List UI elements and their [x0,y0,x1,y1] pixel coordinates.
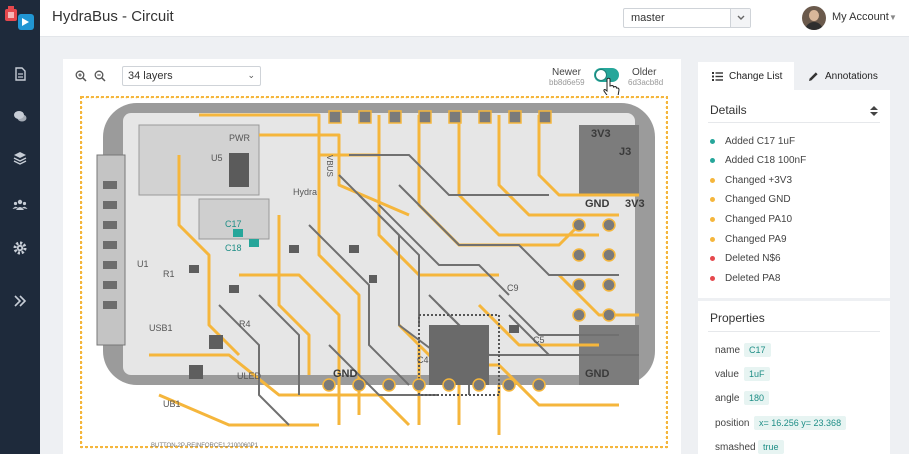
status-dot [710,276,715,281]
label-u1: U1 [137,259,149,269]
right-tabs: Change List Annotations [698,62,890,90]
properties-card: Properties name C17 value 1uF angle 180 … [698,301,890,454]
tab-annotations-label: Annotations [825,70,878,82]
details-card: Details Added C17 1uF Added C18 100nF Ch… [698,90,890,298]
branch-select[interactable]: master [623,8,751,28]
prop-value-angle: 180 [744,391,770,405]
label-hydra: Hydra [293,187,317,197]
team-icon[interactable] [12,197,28,213]
version-toggle[interactable] [594,68,619,82]
prop-key-value: value [715,369,739,380]
label-gnd-right: GND [585,198,610,210]
double-chevron-right-icon[interactable] [12,293,28,309]
hand-cursor-icon [602,77,620,99]
layers-select[interactable]: 34 layers ⌄ [122,66,261,86]
chevron-down-icon: ⌄ [247,70,255,80]
prop-value-position: x= 16.256 y= 23.368 [754,416,847,430]
older-hash: 6d3acb8d [628,78,664,87]
layers-icon[interactable] [12,150,28,166]
circuit-viewer: 34 layers ⌄ Newer bb8d6e59 Older 6d3acb8… [63,59,681,454]
change-item[interactable]: Deleted PA8 [710,273,880,285]
pcb-board[interactable]: PWR U5 U1 USB1 R4 R1 ULED Hydra C4 C5 C9… [79,95,669,449]
prop-key-smashed: smashed [715,442,756,453]
list-icon [712,71,723,81]
layers-select-value: 34 layers [128,70,173,82]
prop-key-position: position [715,418,750,429]
zoom-out-icon[interactable] [93,69,107,83]
label-c4: C4 [417,355,429,365]
avatar[interactable] [802,6,826,30]
pencil-icon [809,71,818,81]
label-c17: C17 [225,219,242,229]
label-usb1: USB1 [149,323,173,333]
account-menu[interactable]: My Account [832,11,889,23]
tab-change-list[interactable]: Change List [698,62,794,90]
label-uled: ULED [237,371,262,381]
app-logo[interactable] [4,5,36,31]
divider [708,331,880,332]
label-u5: U5 [211,153,223,163]
status-dot [710,178,715,183]
tab-change-list-label: Change List [729,70,783,82]
sort-icon[interactable] [869,104,879,116]
prop-value-value: 1uF [744,367,770,381]
page-title: HydraBus - Circuit [52,8,174,25]
label-3v3-right: 3V3 [625,198,645,210]
older-label: Older [632,67,657,78]
comments-icon[interactable] [12,108,28,124]
newer-label: Newer [552,67,581,78]
status-dot [710,217,715,222]
top-bar: HydraBus - Circuit master My Account ▼ [40,0,909,37]
label-gnd-bottom: GND [585,368,610,380]
label-3v3-top: 3V3 [591,128,611,140]
label-j3: J3 [619,146,631,158]
divider [708,122,880,123]
newer-hash: bb8d6e59 [549,78,585,87]
label-c5: C5 [533,335,545,345]
details-title: Details [710,103,747,117]
change-item[interactable]: Added C17 1uF [710,136,880,148]
change-item[interactable]: Added C18 100nF [710,155,880,167]
prop-key-angle: angle [715,393,740,404]
gear-icon[interactable] [12,240,28,256]
document-icon[interactable] [12,66,28,82]
properties-title: Properties [710,311,765,325]
change-item[interactable]: Changed +3V3 [710,175,880,187]
chevron-down-icon [730,9,750,27]
zoom-in-icon[interactable] [74,69,88,83]
status-dot [710,237,715,242]
status-dot [710,256,715,261]
status-dot [710,158,715,163]
status-dot [710,197,715,202]
prop-value-name: C17 [744,343,771,357]
label-c18: C18 [225,243,242,253]
change-item[interactable]: Deleted N$6 [710,253,880,265]
label-c9: C9 [507,283,519,293]
change-item[interactable]: Changed GND [710,194,880,206]
toggle-knob [595,69,607,81]
change-item[interactable]: Changed PA10 [710,214,880,226]
prop-key-name: name [715,345,741,356]
branch-select-value: master [631,12,665,24]
label-gnd-left: GND [333,368,358,380]
label-vbus: VBUS [325,155,334,177]
tab-annotations[interactable]: Annotations [794,62,890,90]
sidebar [0,0,40,454]
label-r4: R4 [239,319,251,329]
label-pwr: PWR [229,133,250,143]
prop-value-smashed: true [758,440,784,454]
label-r1: R1 [163,269,175,279]
change-item[interactable]: Changed PA9 [710,234,880,246]
caret-down-icon[interactable]: ▼ [889,13,897,22]
label-bottom-ref: BUTTON-2P-REINFORCE1,2100060P1 [151,443,259,449]
status-dot [710,139,715,144]
label-ub1: UB1 [163,399,181,409]
